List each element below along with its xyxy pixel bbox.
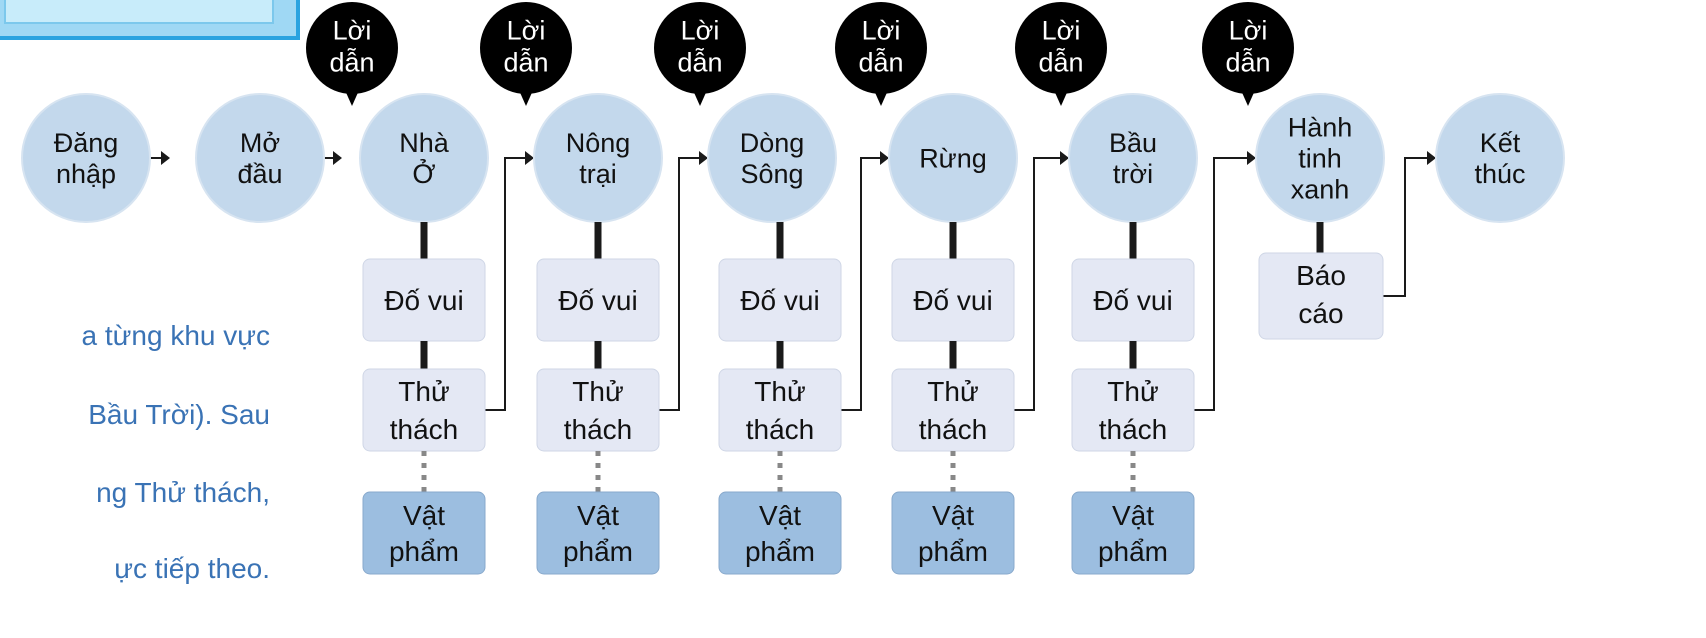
quiz-label: Đố vui [913, 285, 992, 316]
thumbnail-inner [4, 0, 274, 24]
thumbnail-image [0, 0, 300, 40]
report-box [1258, 252, 1384, 340]
narration-bubble-tail [1240, 88, 1256, 106]
quiz-label: Đố vui [558, 285, 637, 316]
flow-connector [1194, 157, 1248, 411]
arrow-head [161, 151, 170, 165]
flow-connector [485, 157, 526, 411]
narration-bubble-tail [692, 88, 708, 106]
arrow-head [333, 151, 342, 165]
arrow-head [699, 151, 708, 165]
node-ket-thuc [1435, 93, 1565, 223]
node-dang-nhap [21, 93, 151, 223]
narration-bubble [835, 2, 927, 94]
narration-bubble-tail [518, 88, 534, 106]
item-box [718, 491, 842, 575]
narration-bubble [306, 2, 398, 94]
description-line-2: Bầu Trời). Sau [88, 399, 270, 430]
narration-bubble [480, 2, 572, 94]
node-mo-dau [195, 93, 325, 223]
narration-bubble-tail [1053, 88, 1069, 106]
description-line-4: ực tiếp theo. [114, 553, 270, 584]
node-label-rung: Rừng [919, 143, 987, 173]
flow-connector [841, 157, 881, 411]
arrow-head [1247, 151, 1256, 165]
quiz-label: Đố vui [384, 285, 463, 316]
narration-bubble [654, 2, 746, 94]
narration-bubble-tail [344, 88, 360, 106]
arrow-head [525, 151, 534, 165]
arrow-head [1427, 151, 1436, 165]
narration-bubble [1015, 2, 1107, 94]
quiz-label: Đố vui [1093, 285, 1172, 316]
node-dong-song [707, 93, 837, 223]
item-box [891, 491, 1015, 575]
item-box [362, 491, 486, 575]
arrow-head [1060, 151, 1069, 165]
description-line-1: a từng khu vực [81, 320, 270, 351]
flow-connector [659, 157, 700, 411]
quiz-label: Đố vui [740, 285, 819, 316]
narration-bubble-tail [873, 88, 889, 106]
item-box [1071, 491, 1195, 575]
flow-connector [1383, 157, 1428, 297]
description-line-3: ng Thử thách, [96, 477, 270, 508]
arrow-head [880, 151, 889, 165]
flow-connector [1014, 157, 1061, 411]
narration-bubble [1202, 2, 1294, 94]
item-box [536, 491, 660, 575]
